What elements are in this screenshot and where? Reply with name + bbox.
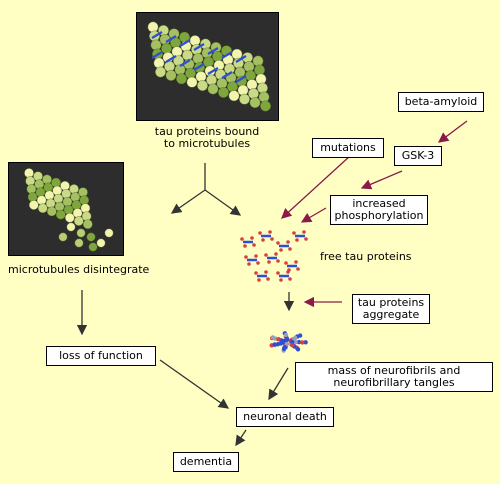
bound-tau-strand bbox=[179, 59, 191, 67]
bound-microtubule-graphic bbox=[147, 21, 271, 112]
bound-tau-strand bbox=[193, 43, 205, 51]
increased-phosphorylation-box: increased phosphorylation bbox=[330, 195, 428, 225]
tubulin-subunit bbox=[65, 213, 75, 223]
tubulin-subunit bbox=[47, 206, 57, 217]
tubulin-subunit bbox=[83, 219, 93, 230]
disintegrating-microtubule-graphic bbox=[24, 168, 114, 252]
bound-tau-strand bbox=[179, 39, 191, 47]
loose-tubulin-subunit bbox=[86, 232, 96, 242]
fork-arrows bbox=[76, 163, 295, 447]
loose-tubulin-subunit bbox=[58, 232, 68, 242]
tubulin-subunit bbox=[249, 97, 261, 109]
free-tau-molecule bbox=[254, 270, 270, 282]
bound-tau-strand bbox=[221, 71, 233, 79]
free-tau-label: free tau proteins bbox=[320, 250, 412, 263]
bound-tau-strand bbox=[165, 55, 177, 63]
free-tau-molecule bbox=[240, 236, 256, 248]
neuronal-death-box: neuronal death bbox=[236, 407, 334, 427]
loose-tubulin-subunit bbox=[66, 222, 76, 232]
loose-tubulin-subunit bbox=[74, 238, 84, 248]
bound-tau-strand bbox=[221, 51, 233, 59]
tubulin-subunit bbox=[239, 93, 250, 105]
tubulin-subunit bbox=[56, 209, 66, 220]
regulator-arrows bbox=[281, 120, 468, 308]
tubulin-subunit bbox=[74, 216, 84, 226]
tubulin-subunit bbox=[186, 76, 198, 88]
tubulin-subunit bbox=[218, 87, 229, 98]
free-tau-molecule bbox=[276, 240, 292, 252]
tubulin-subunit bbox=[28, 200, 39, 210]
disintegrating-microtubule-illustration bbox=[8, 162, 124, 256]
bound-tau-strand bbox=[151, 51, 163, 59]
bound-tau-strand bbox=[207, 47, 219, 55]
loss-of-function-box: loss of function bbox=[46, 346, 156, 366]
loose-tubulin-subunit bbox=[88, 242, 98, 252]
loose-tubulin-subunit bbox=[104, 228, 114, 238]
mass-neurofibrils-box: mass of neurofibrils and neurofibrillary… bbox=[295, 362, 493, 392]
tubulin-subunit bbox=[37, 203, 48, 214]
microtubules-disintegrate-label: microtubules disintegrate bbox=[8, 263, 150, 276]
loose-tubulin-subunit bbox=[96, 238, 106, 248]
bound-tau-strand bbox=[207, 67, 219, 75]
mutations-box: mutations bbox=[312, 138, 384, 158]
tubulin-subunit bbox=[176, 73, 187, 85]
loose-tubulin-subunit bbox=[76, 228, 86, 238]
bound-tau-strand bbox=[235, 55, 247, 63]
free-tau-molecule bbox=[258, 230, 274, 242]
bound-tau-strand bbox=[193, 63, 205, 71]
dementia-box: dementia bbox=[173, 452, 239, 472]
bound-microtubule-illustration bbox=[136, 12, 279, 121]
tau-bound-label: tau proteins bound to microtubules bbox=[154, 125, 260, 150]
free-tau-molecule bbox=[276, 270, 292, 282]
tubulin-subunit bbox=[228, 90, 240, 102]
free-tau-molecule bbox=[292, 230, 308, 242]
tubulin-subunit bbox=[197, 80, 208, 92]
tau-aggregate-mass bbox=[269, 331, 308, 353]
bound-tau-strand bbox=[151, 31, 163, 39]
tau-aggregate-box: tau proteins aggregate bbox=[352, 294, 430, 324]
tubulin-subunit bbox=[165, 70, 177, 81]
gsk3-box: GSK-3 bbox=[394, 146, 442, 166]
bound-tau-strand bbox=[235, 75, 247, 83]
tubulin-subunit bbox=[155, 66, 166, 78]
beta-amyloid-box: beta-amyloid bbox=[398, 92, 484, 112]
tubulin-subunit bbox=[207, 83, 219, 95]
free-tau-molecule bbox=[244, 254, 260, 266]
tubulin-subunit bbox=[260, 100, 271, 112]
free-tau-molecule bbox=[264, 252, 280, 264]
bound-tau-strand bbox=[165, 35, 177, 43]
